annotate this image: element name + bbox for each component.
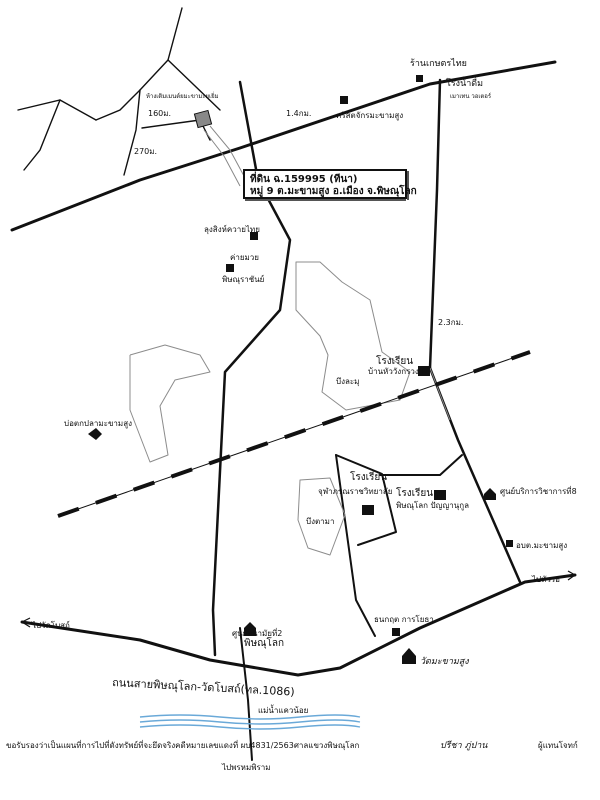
river — [139, 714, 361, 730]
label-fish-pond: บ่อตกปลามะขามสูง — [64, 419, 132, 429]
road-school-box — [335, 454, 397, 546]
sao-icon — [506, 540, 513, 547]
label-main-road: ถนนสายพิษณุโลก-วัดโบสถ์(ทล.1086) — [112, 675, 295, 699]
school2-icon — [362, 505, 374, 515]
dist-2-3: 2.3กม. — [438, 318, 463, 327]
label-school2-2: จุฬาภรณราชวิทยาลัย — [318, 487, 392, 496]
label-center2-2: พิษณุโลก — [244, 636, 284, 649]
dist-1-4: 1.4กม. — [286, 109, 311, 118]
label-school1-2: บ้านหัววังกรวง — [368, 367, 419, 376]
plot-line2: หมู่ 9 ต.มะขามสูง อ.เมือง จ.พิษณุโลก — [250, 184, 417, 198]
landmark-icons — [88, 75, 513, 664]
svg-text:⚑: ⚑ — [436, 491, 443, 500]
rice-mill-icon — [416, 75, 423, 82]
plot-info-box: ที่ดิน ฉ.159995 (ทีนา) หมู่ 9 ต.มะขามสูง… — [243, 169, 417, 201]
road-center-south — [335, 454, 376, 637]
pond-small-area — [297, 477, 346, 556]
road-right-vertical — [428, 78, 442, 370]
school3-icon — [434, 490, 446, 500]
plot-pointer — [209, 125, 245, 177]
shop-icon — [250, 232, 258, 240]
minor-roads-topleft — [17, 7, 221, 176]
pond-big-area — [295, 261, 411, 411]
road-top-diagonal — [10, 60, 557, 232]
footer-certify: ขอรับรองว่าเป็นแผนที่การไปที่ดังทรัพย์ที… — [6, 739, 359, 750]
road-main-highway — [20, 573, 577, 677]
label-to-phrom: ไปพรหมพิราม — [221, 763, 271, 772]
road-arrows — [21, 570, 576, 628]
footer-signature: ปรีชา ภู่ปาน — [440, 740, 488, 751]
church-icon — [340, 96, 348, 104]
school1-icon — [418, 366, 430, 376]
label-pond-big: บึงละมุ — [336, 377, 359, 386]
dist-270: 270ม. — [134, 147, 157, 156]
label-roads: ห้างเติมเมนต์ยมะขามะยฺเยิ่ม — [146, 92, 219, 100]
center2-icon — [244, 622, 256, 636]
label-uncle-shop: ลุงสิงห์ควายไทย — [204, 224, 260, 234]
service-center-icon — [484, 488, 496, 500]
svg-text:⚑: ⚑ — [421, 367, 428, 376]
label-pond-small: บึงตามา — [306, 517, 334, 526]
temple-icon — [402, 648, 416, 664]
railway — [57, 350, 531, 518]
label-school2-1: โรงเรียน — [350, 470, 387, 483]
camp-icon — [226, 264, 234, 272]
label-farm-shop: ร้านเกษตรไทย — [410, 58, 467, 69]
label-sao: อบต.มะขามสูง — [516, 541, 567, 551]
label-service-center: ศูนย์บริการวิชาการที่8 — [500, 485, 577, 497]
label-school3-1: โรงเรียน — [396, 486, 433, 499]
fish-icon — [88, 428, 106, 444]
road-school-branch — [379, 454, 463, 476]
label-river: แม่น้ำแควน้อย — [258, 704, 308, 715]
label-school1-1: โรงเรียน — [376, 354, 413, 367]
plot-parcel — [193, 109, 213, 129]
label-camp-2: พิษณุราชันย์ — [222, 274, 264, 284]
label-to-hua-ro: ไปหัวรอ — [531, 575, 560, 584]
label-rice-mill-sub: เมาเทน วอเตอร์ — [450, 92, 492, 100]
road-left-vertical — [211, 80, 292, 657]
road-school-link — [428, 366, 522, 584]
footer-role: ผู้แทนโจทก์ — [538, 740, 578, 751]
svg-text:⚑: ⚑ — [364, 506, 371, 515]
plot-line1: ที่ดิน ฉ.159995 (ทีนา) — [250, 171, 357, 185]
label-camp-1: ค่ายมวย — [230, 253, 259, 262]
label-temple: วัดมะขามสูง — [420, 656, 469, 667]
road-network — [10, 60, 577, 761]
label-center2-1: ศูนย์อนามัยที่2 — [232, 627, 282, 639]
label-school3-2: พิษณุโลก ปัญญานุกูล — [396, 500, 469, 511]
bank-icon — [392, 628, 400, 636]
label-to-wat-bot: ไปวัดโบสถ์ — [31, 620, 70, 630]
label-bank: ธนกฤต การโยธา — [374, 614, 434, 624]
dist-160: 160ม. — [148, 109, 171, 118]
road-to-phrom — [239, 627, 253, 761]
label-rice-mill: โรงน้ำดื่ม — [446, 76, 483, 89]
gray-roads — [129, 261, 451, 556]
label-church: คริสตจักรมะขามสูง — [336, 111, 403, 121]
